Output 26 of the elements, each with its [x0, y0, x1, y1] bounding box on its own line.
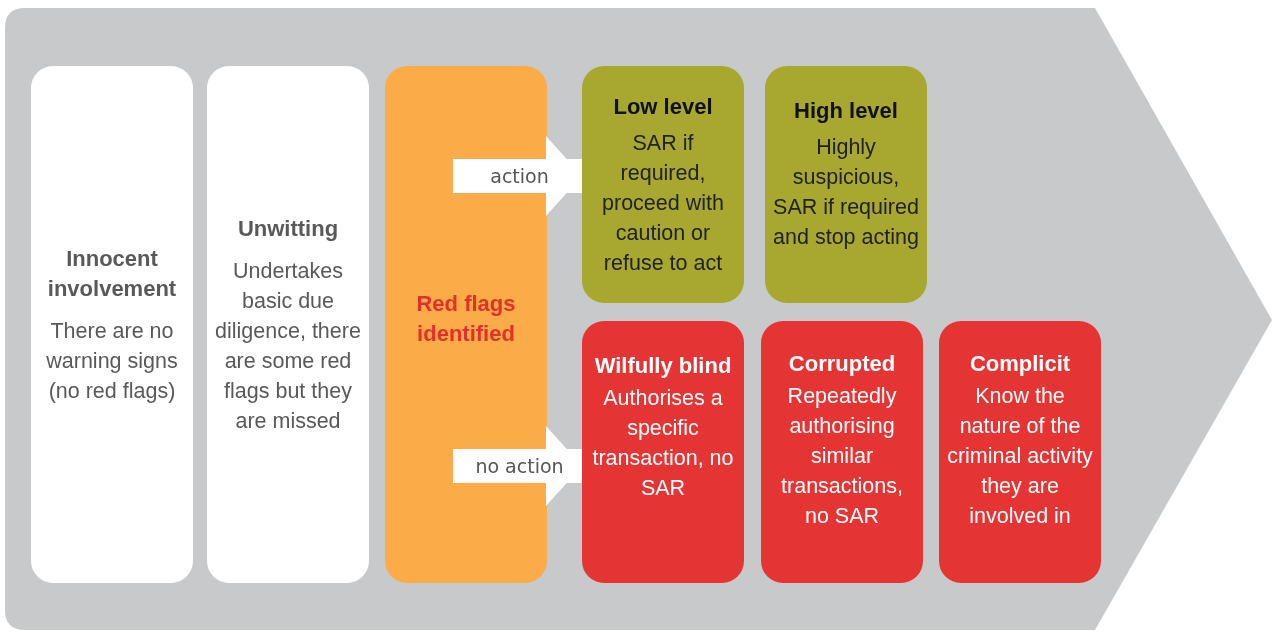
stage-card — [582, 321, 744, 583]
stage-card — [207, 66, 369, 583]
card-heading: Low level — [613, 93, 713, 121]
block-arrow — [453, 426, 582, 506]
stage-card — [31, 66, 193, 583]
stage-card — [939, 321, 1101, 583]
card-text: Highly suspicious, SAR if required and stop acting — [773, 134, 919, 251]
card-text: There are no warning signs (no red flags) — [45, 317, 179, 405]
edge-label: no action — [475, 455, 564, 477]
card-text: Repeatedly authorising similar transactions, no SAR — [780, 383, 904, 530]
stage-card — [582, 66, 744, 303]
card-text: Know the nature of the criminal activity they are involved in — [947, 383, 1093, 530]
stage-card — [761, 321, 923, 583]
block-arrow — [453, 136, 582, 216]
card-heading: Complicit — [969, 350, 1071, 378]
card-heading: Corrupted — [788, 350, 896, 378]
card-heading: High level — [794, 97, 898, 125]
edge-label: action — [490, 165, 549, 187]
card-heading: Unwitting — [237, 214, 339, 243]
stage-card — [765, 66, 927, 303]
card-text: SAR if required, proceed with caution or refuse to act — [601, 130, 725, 277]
card-text: Authorises a specific transaction, no SAR — [591, 385, 735, 502]
card-heading: Wilfully blind — [594, 352, 732, 380]
card-heading: Innocent involvement — [46, 244, 178, 303]
card-heading: Red flags identified — [415, 289, 517, 348]
card-text: Undertakes basic due diligence, there are some red flags but they are missed — [215, 257, 361, 435]
